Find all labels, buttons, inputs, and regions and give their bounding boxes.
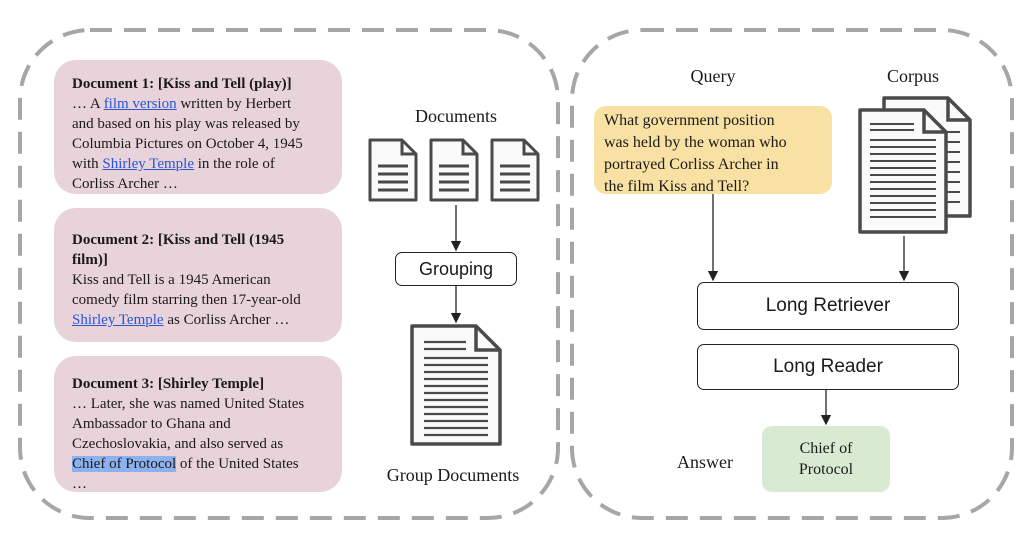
right-panel-border [570, 28, 1014, 520]
query-text-line-3: portrayed Corliss Archer in [604, 156, 779, 173]
film-version-link[interactable]: film version [103, 96, 177, 112]
document-2-title-line-2: film)] [72, 252, 108, 268]
document-3-line-2: Ambassador to Ghana and [72, 416, 231, 432]
long-retriever-label: Long Retriever [765, 295, 891, 316]
answer-box: Chief of Protocol [762, 426, 890, 492]
document-icon [368, 138, 418, 202]
query-text-line-4: the film Kiss and Tell? [604, 178, 750, 195]
document-1-line-5: Corliss Archer … [72, 176, 178, 192]
answer-text-line-1: Chief of [799, 440, 853, 457]
query-label: Query [690, 66, 736, 86]
document-2-line-3: Shirley Temple as Corliss Archer … [72, 312, 290, 328]
answer-text-line-2: Protocol [798, 461, 854, 478]
document-3-title: Document 3: [Shirley Temple] [72, 376, 265, 392]
document-3-line-4: Chief of Protocol of the United States [72, 456, 299, 472]
document-card-3: Document 3: [Shirley Temple] … Later, sh… [54, 356, 342, 492]
grouping-box: Grouping [395, 252, 517, 286]
document-icon [429, 138, 479, 202]
shirley-temple-link[interactable]: Shirley Temple [72, 312, 164, 328]
document-card-2: Document 2: [Kiss and Tell (1945 film)] … [54, 208, 342, 342]
document-1-title: Document 1: [Kiss and Tell (play)] [72, 76, 292, 92]
corpus-label: Corpus [886, 66, 939, 86]
document-3-line-3: Czechoslovakia, and also served as [72, 436, 284, 452]
grouping-label: Grouping [418, 258, 494, 279]
document-3-line-1: … Later, she was named United States [72, 396, 305, 412]
answer-label: Answer [677, 452, 733, 472]
query-text-line-1: What government position [604, 112, 775, 129]
documents-label: Documents [415, 106, 497, 126]
chief-of-protocol-highlight: Chief of Protocol [72, 456, 177, 472]
document-1-line-3: Columbia Pictures on October 4, 1945 [72, 136, 303, 152]
document-1-line-1: … A film version written by Herbert [72, 96, 292, 112]
document-2-line-2: comedy film starring then 17-year-old [72, 292, 301, 308]
long-reader-box: Long Reader [697, 344, 959, 390]
query-text-line-2: was held by the woman who [604, 134, 787, 151]
long-retriever-box: Long Retriever [697, 282, 959, 330]
group-documents-label: Group Documents [386, 465, 520, 485]
document-2-title-line-1: Document 2: [Kiss and Tell (1945 [72, 232, 285, 248]
group-document-icon [410, 324, 502, 446]
document-icon [490, 138, 540, 202]
long-reader-label: Long Reader [773, 356, 883, 377]
document-2-line-1: Kiss and Tell is a 1945 American [72, 272, 271, 288]
document-1-line-4: with Shirley Temple in the role of [72, 156, 275, 172]
document-1-line-2: and based on his play was released by [72, 116, 300, 132]
query-box: What government position was held by the… [594, 106, 832, 195]
shirley-temple-link[interactable]: Shirley Temple [102, 156, 194, 172]
corpus-documents-icon [858, 96, 972, 234]
document-3-line-5: … [72, 476, 87, 492]
left-panel-border [18, 28, 560, 520]
document-card-1: Document 1: [Kiss and Tell (play)] … A f… [54, 60, 342, 194]
